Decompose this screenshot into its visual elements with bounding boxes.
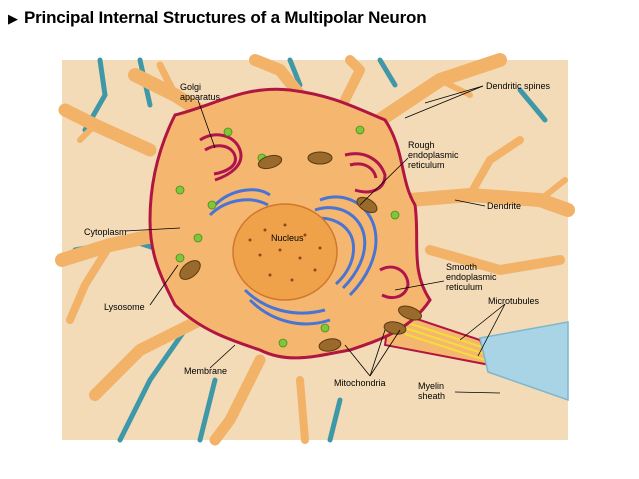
label-mitochondria: Mitochondria: [334, 378, 386, 388]
title-block: ▶ Principal Internal Structures of a Mul…: [8, 8, 427, 28]
leader-lines: [124, 85, 506, 394]
label-myelin-sheath: Myelin sheath: [418, 381, 445, 401]
nucleus-body: [232, 203, 338, 301]
label-smooth-er-line3: reticulum: [446, 282, 483, 292]
label-golgi-line1: Golgi: [180, 82, 202, 92]
nucleus-spots: [248, 223, 322, 282]
label-membrane: Membrane: [184, 366, 228, 376]
label-nucleus: Nucleus: [271, 233, 304, 243]
label-rough-er-line2: endoplasmic: [408, 150, 459, 160]
label-myelin-line2: sheath: [418, 391, 446, 401]
label-cytoplasm: Cytoplasm: [84, 227, 127, 237]
label-rough-er: Rough endoplasmic reticulum: [408, 140, 459, 170]
label-smooth-er: Smooth endoplasmic reticulum: [446, 262, 497, 292]
label-smooth-er-line2: endoplasmic: [446, 272, 497, 282]
mitochondria-group: [179, 151, 422, 352]
label-microtubules: Microtubules: [488, 296, 540, 306]
label-lysosome: Lysosome: [104, 302, 145, 312]
label-golgi-line2: apparatus: [180, 92, 221, 102]
rough-endoplasmic-reticulum: [208, 188, 378, 326]
lysosomes: [175, 125, 400, 348]
label-golgi-apparatus: Golgi apparatus: [180, 82, 220, 102]
label-smooth-er-line1: Smooth: [446, 262, 478, 272]
label-rough-er-line3: reticulum: [408, 160, 445, 170]
golgi-apparatus: [199, 133, 410, 299]
microtubule-strands: [404, 321, 486, 361]
title-marker-icon: ▶: [8, 10, 18, 26]
label-dendrite: Dendrite: [487, 201, 522, 211]
label-myelin-line1: Myelin: [418, 381, 445, 391]
label-dendritic-spines: Dendritic spines: [486, 81, 551, 91]
label-rough-er-line1: Rough: [408, 140, 435, 150]
page-title: Principal Internal Structures of a Multi…: [24, 8, 427, 27]
myelin-sheath: [479, 321, 569, 402]
neighbor-processes: [72, 57, 548, 443]
